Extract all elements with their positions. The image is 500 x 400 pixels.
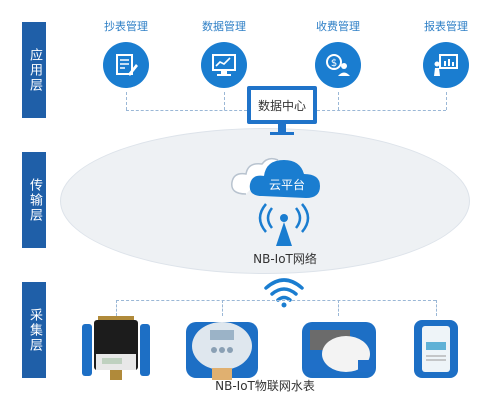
app-meter-reading-label: 抄表管理 [104, 20, 148, 33]
app-billing[interactable]: 收费管理 $ [298, 20, 378, 88]
meters-label: NB-IoT物联网水表 [215, 379, 315, 393]
water-meter-1[interactable] [80, 316, 152, 382]
cloud-network-zone [60, 128, 470, 274]
cloud-platform-icon[interactable] [224, 146, 334, 206]
connector-line [126, 110, 247, 111]
data-center-monitor[interactable]: 数据中心 [247, 86, 317, 124]
connector-line [317, 110, 446, 111]
app-reports-label: 报表管理 [424, 20, 468, 33]
connector-line [436, 300, 437, 316]
layer-label-collection-text: 采集层 [27, 307, 42, 353]
connector-line [224, 92, 225, 110]
svg-text:$: $ [331, 58, 337, 69]
app-billing-label: 收费管理 [316, 20, 360, 33]
connector-line [116, 300, 117, 316]
layer-label-application: 应用层 [22, 22, 46, 118]
connector-line [126, 92, 127, 110]
app-meter-reading[interactable]: 抄表管理 [86, 20, 166, 88]
app-reports[interactable]: 报表管理 [406, 20, 486, 88]
wifi-icon [264, 278, 304, 308]
connector-line [222, 300, 223, 316]
document-pen-icon [103, 42, 149, 88]
water-meter-3[interactable] [300, 316, 378, 382]
monitor-chart-icon [201, 42, 247, 88]
layer-label-transport: 传输层 [22, 152, 46, 248]
connector-line [338, 300, 339, 316]
layer-label-application-text: 应用层 [27, 47, 42, 93]
monitor-stand-icon [270, 124, 294, 135]
layer-label-collection: 采集层 [22, 282, 46, 378]
app-data-management-label: 数据管理 [202, 20, 246, 33]
connector-line [116, 300, 436, 301]
connector-line [338, 92, 339, 110]
signal-tower-icon [258, 203, 310, 246]
dollar-person-icon: $ [315, 42, 361, 88]
data-center-label: 数据中心 [257, 98, 306, 113]
presentation-board-icon [423, 42, 469, 88]
connector-line [446, 92, 447, 110]
cloud-platform-label: 云平台 [268, 178, 305, 192]
water-meter-2[interactable] [184, 316, 260, 382]
app-data-management[interactable]: 数据管理 [184, 20, 264, 88]
water-meter-4[interactable] [412, 316, 460, 382]
network-label: NB-IoT网络 [253, 252, 317, 266]
layer-label-transport-text: 传输层 [27, 177, 42, 223]
